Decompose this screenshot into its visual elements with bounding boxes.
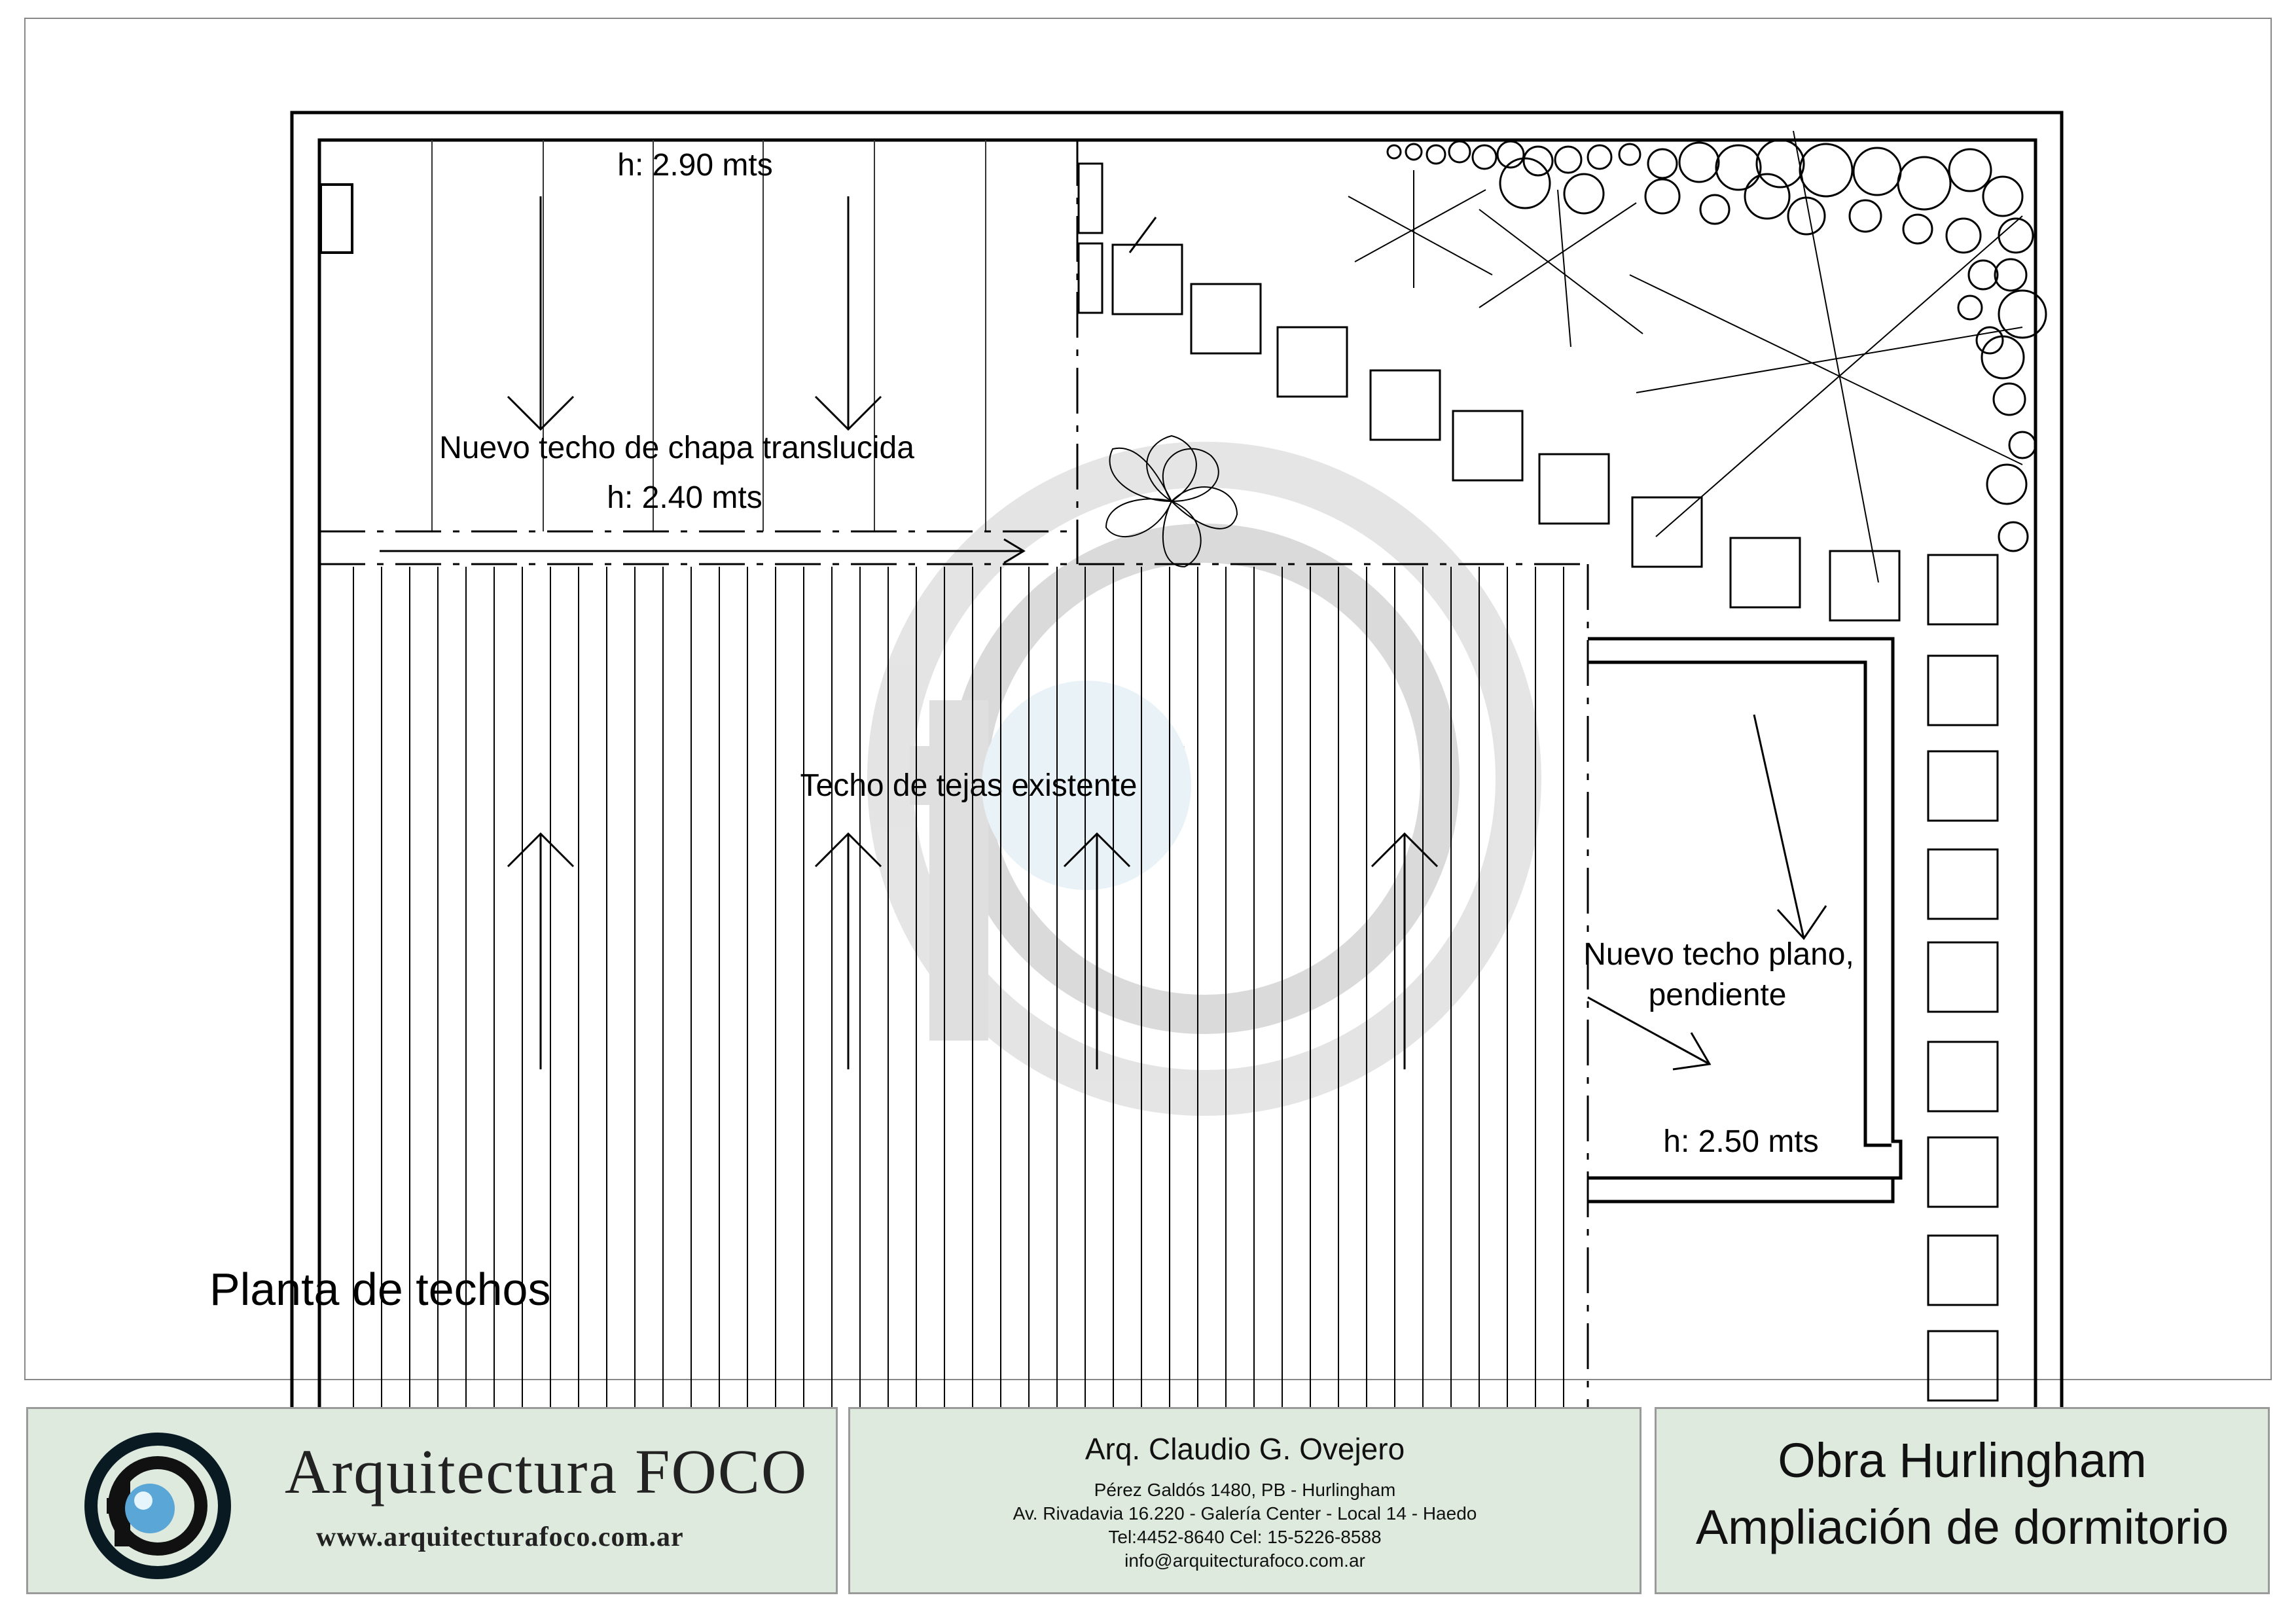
foco-logo — [84, 1433, 231, 1579]
pebble — [1992, 382, 2026, 416]
house-walls — [290, 111, 2064, 1407]
address-line-1: Pérez Galdós 1480, PB - Hurlingham — [1094, 1480, 1396, 1500]
label-tile-roof: Techo de tejas existente — [800, 768, 1138, 803]
pebble — [1426, 144, 1446, 165]
pebble — [1499, 157, 1551, 209]
pebble — [1957, 294, 1983, 321]
pebble — [1998, 521, 2029, 552]
tile-roof-lines — [353, 567, 1564, 1407]
pebble — [1678, 141, 1720, 183]
flat-roof-outline — [1588, 637, 1903, 1204]
pebble — [1967, 259, 1999, 291]
pebble — [1471, 144, 1498, 170]
pebble — [1554, 145, 1583, 174]
pebble — [1644, 178, 1681, 215]
brand-name: Arquitectura FOCO — [285, 1436, 808, 1507]
stepping-stones — [1111, 243, 1999, 1402]
window-details — [1077, 162, 1157, 314]
watermark-logo — [867, 442, 1541, 1116]
architect-name: Arq. Claudio G. Ovejero — [1085, 1432, 1405, 1466]
pebble — [1982, 175, 2024, 217]
pebble — [1744, 173, 1791, 220]
pebble — [1647, 148, 1678, 179]
pebble — [1496, 140, 1525, 169]
label-flat-roof-1: Nuevo techo plano, — [1583, 937, 1854, 972]
project-description: Ampliación de dormitorio — [1695, 1500, 2229, 1554]
brand-url: www.arquitecturafoco.com.ar — [316, 1522, 684, 1552]
pebble — [1799, 143, 1854, 198]
address-line-2: Av. Rivadavia 16.220 - Galería Center - … — [1013, 1503, 1477, 1524]
pebble — [1699, 194, 1731, 225]
pebble — [1386, 144, 1402, 160]
label-translucent-roof: Nuevo techo de chapa translucida — [439, 431, 914, 465]
pebble — [1448, 140, 1471, 164]
pebble — [1522, 145, 1554, 177]
pebble — [1587, 144, 1613, 170]
pebble — [1975, 326, 2004, 355]
pebble — [1618, 143, 1641, 166]
garden-pebbles — [1386, 139, 2047, 552]
slope-arrows — [380, 196, 1827, 1071]
pebble — [1755, 139, 1805, 188]
label-height-translucent: h: 2.40 mts — [607, 480, 762, 515]
title-block-contact: Arq. Claudio G. Ovejero Pérez Galdós 148… — [848, 1407, 1641, 1594]
pebble — [1902, 213, 1933, 245]
pebble — [1945, 217, 1982, 254]
pebble — [1998, 217, 2034, 254]
label-height-upper: h: 2.90 mts — [617, 148, 772, 183]
skylight-box — [319, 183, 353, 254]
pebble — [1405, 143, 1423, 161]
translucent-roof-sheets — [431, 140, 986, 531]
project-name: Obra Hurlingham — [1778, 1433, 2147, 1488]
pebble — [1715, 144, 1762, 191]
pebble — [1852, 147, 1902, 196]
pebble — [1563, 173, 1605, 215]
label-flat-roof-2: pendiente — [1649, 978, 1787, 1012]
pebble — [1948, 148, 1992, 192]
pebble — [1897, 156, 1952, 211]
pebble — [1986, 463, 2028, 505]
pebble — [2008, 431, 2037, 459]
phone-line: Tel:4452-8640 Cel: 15-5226-8588 — [1108, 1527, 1382, 1547]
title-block-brand: Arquitectura FOCO www.arquitecturafoco.c… — [26, 1407, 838, 1594]
sheet-border — [24, 18, 2272, 1380]
garden-plants — [1105, 130, 2023, 583]
pebble — [1998, 289, 2047, 339]
label-height-flat: h: 2.50 mts — [1663, 1124, 1818, 1159]
pebble — [1994, 258, 2028, 292]
title-block-project: Obra Hurlingham Ampliación de dormitorio — [1655, 1407, 2270, 1594]
email-line: info@arquitecturafoco.com.ar — [1124, 1550, 1365, 1571]
drawing-title: Planta de techos — [209, 1264, 550, 1315]
pebble — [1848, 199, 1882, 233]
